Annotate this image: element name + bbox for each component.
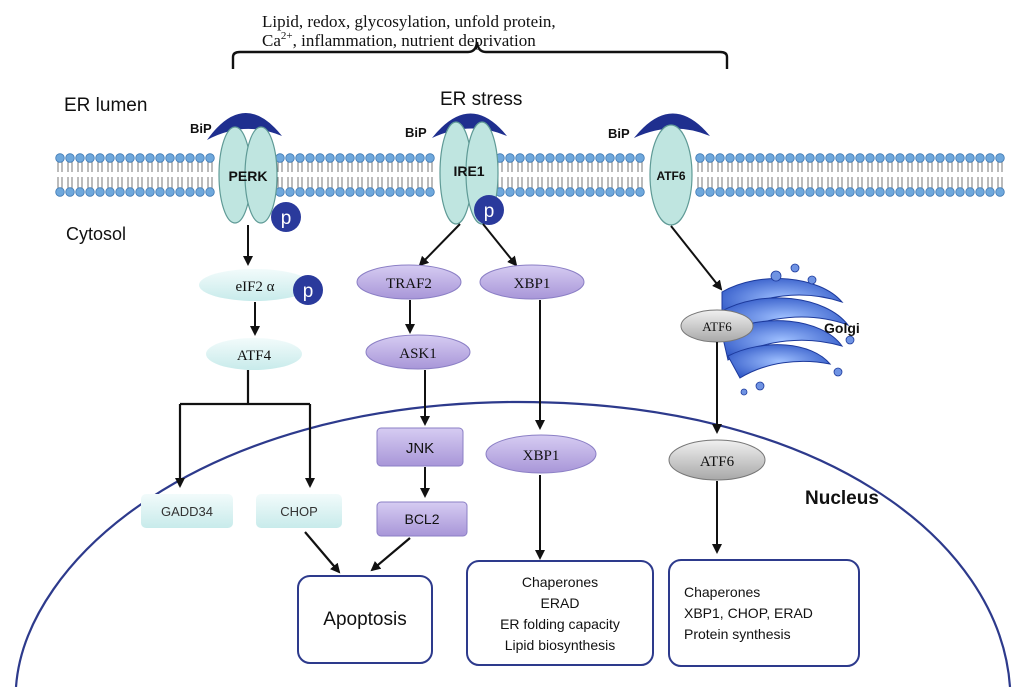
atf6-target-0: Chaperones [684, 584, 760, 600]
apoptosis-box [297, 575, 433, 664]
atf4-label: ATF4 [237, 348, 272, 364]
xbp1-targets-box [466, 560, 654, 666]
ask1-node [365, 334, 471, 370]
ire1-phospho-circle [474, 195, 504, 225]
bip-atf6-label: BiP [608, 126, 630, 141]
bcl2-node [376, 501, 468, 537]
xbp1-nuclear-node [485, 434, 597, 474]
calcium-charge: 2+ [281, 30, 293, 42]
atf4-node [206, 338, 302, 370]
ire1-phospho-label: p [484, 201, 495, 222]
stress-stimuli-rest: , inflammation, nutrient deprivation [293, 31, 537, 50]
perk-phospho-circle [271, 202, 301, 232]
arrow-ire1-xbp1 [482, 223, 518, 267]
atf6-sensor [649, 124, 693, 226]
er-lumen-label: ER lumen [64, 95, 147, 116]
traf2-label: TRAF2 [386, 276, 432, 292]
bip-perk-label: BiP [190, 121, 212, 136]
arrow-chop-apoptosis [304, 531, 341, 574]
gadd34-node [141, 494, 233, 528]
atf6-nuclear-label: ATF6 [700, 454, 735, 470]
eif2a-label: eIF2 α [235, 279, 274, 295]
nucleus-envelope [14, 400, 1012, 687]
eif2a-phospho-circle [293, 275, 323, 305]
bcl2-label: BCL2 [404, 511, 439, 527]
chop-label: CHOP [280, 504, 318, 519]
er-stress-title: ER stress [440, 89, 522, 110]
xbp1-target-0: Chaperones [522, 574, 598, 590]
jnk-node [376, 427, 464, 467]
xbp1-label: XBP1 [514, 276, 551, 292]
ire1-label: IRE1 [453, 163, 484, 179]
nucleus-label: Nucleus [805, 488, 879, 509]
atf6-target-1: XBP1, CHOP, ERAD [684, 605, 813, 621]
arrow-atf6-golgi [670, 225, 723, 291]
atf6-targets-box [668, 559, 860, 667]
ask1-label: ASK1 [399, 346, 437, 362]
bip-ire1-shape [432, 113, 507, 138]
golgi-label: Golgi [824, 320, 860, 336]
eif2a-node [199, 269, 311, 301]
calcium-symbol: Ca [262, 31, 281, 50]
traf2-node [356, 264, 462, 300]
atf6-sensor-label: ATF6 [656, 169, 685, 183]
arrow-ire1-traf2 [418, 223, 461, 267]
perk-phospho-label: p [281, 208, 292, 229]
xbp1-node [479, 264, 585, 300]
perk-sensor [218, 126, 278, 224]
arrow-bcl2-apoptosis [370, 537, 411, 572]
atf6-target-2: Protein synthesis [684, 626, 791, 642]
atf6-nuclear-node [668, 439, 766, 481]
atf4-split-connector [180, 370, 310, 406]
perk-label: PERK [229, 168, 268, 184]
stress-stimuli-line1: Lipid, redox, glycosylation, unfold prot… [262, 12, 556, 31]
bip-ire1-label: BiP [405, 125, 427, 140]
xbp1-target-3: Lipid biosynthesis [505, 637, 616, 653]
jnk-label: JNK [406, 440, 434, 457]
atf6-golgi-label: ATF6 [702, 319, 732, 334]
stress-stimuli-line2: Ca2+, inflammation, nutrient deprivation [262, 30, 536, 50]
xbp1-nuclear-label: XBP1 [523, 448, 560, 464]
xbp1-target-1: ERAD [541, 595, 580, 611]
chop-node [256, 494, 342, 528]
bip-perk-shape [207, 112, 282, 140]
apoptosis-label: Apoptosis [323, 609, 406, 630]
eif2a-phospho-label: p [303, 281, 314, 302]
cytosol-label: Cytosol [66, 224, 126, 244]
xbp1-target-2: ER folding capacity [500, 616, 620, 632]
gadd34-label: GADD34 [161, 504, 213, 519]
er-membrane-bilayer [55, 153, 1005, 197]
stress-bracket [231, 41, 729, 69]
